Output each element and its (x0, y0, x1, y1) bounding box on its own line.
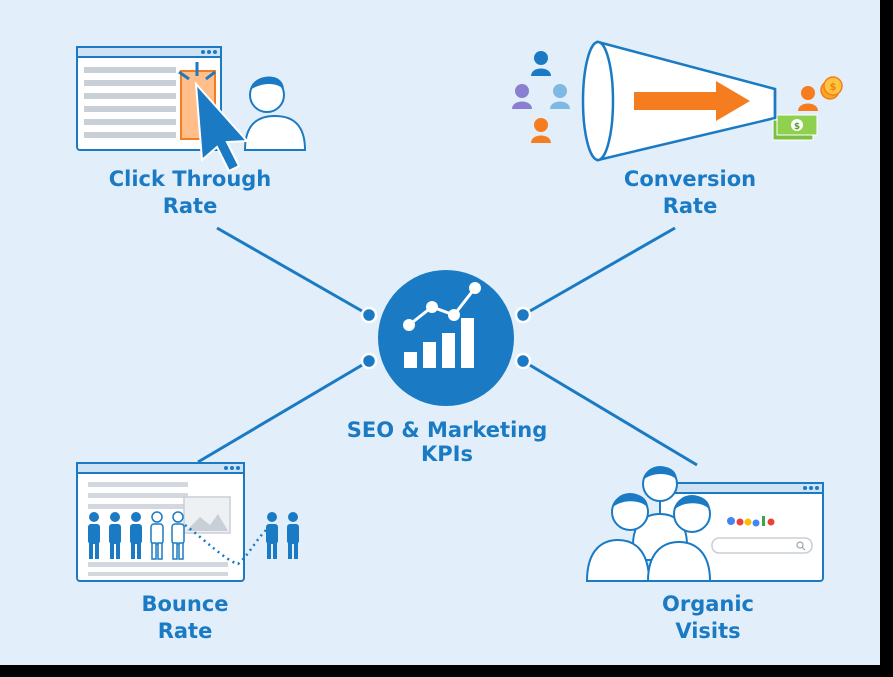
center-title: SEO & Marketing KPIs (332, 418, 562, 466)
megaphone-funnel-icon: $ $ (512, 40, 843, 162)
connector-ctr (216, 226, 370, 317)
kpi-label-bounce-rate: Bounce Rate (95, 591, 275, 645)
connector-conversion (522, 226, 676, 317)
connector-organic (522, 359, 698, 467)
kpi-diagram: $ $ (0, 0, 880, 665)
kpi-label-line2: Rate (162, 194, 218, 218)
kpi-label-line1: Conversion (623, 167, 757, 191)
kpi-label-line1: Organic (661, 592, 754, 616)
search-visitors-icon (585, 466, 824, 582)
kpi-label-line2: Rate (662, 194, 718, 218)
diagram-artwork: $ $ (76, 40, 843, 582)
center-title-line2: KPIs (421, 442, 473, 466)
kpi-label-click-through-rate: Click Through Rate (95, 166, 285, 220)
visitors-group-icon (585, 466, 712, 582)
kpi-label-conversion-rate: Conversion Rate (595, 166, 785, 220)
browser-click-icon (76, 46, 307, 173)
kpi-label-line1: Bounce (141, 592, 229, 616)
kpi-label-line2: Rate (157, 619, 213, 643)
kpi-label-line1: Click Through (108, 167, 272, 191)
search-logo-icon (727, 516, 775, 527)
svg-text:$: $ (830, 82, 837, 93)
connector-dots (360, 306, 532, 370)
kpi-label-organic-visits: Organic Visits (618, 591, 798, 645)
svg-text:$: $ (794, 122, 800, 132)
kpi-label-line2: Visits (675, 619, 741, 643)
growth-chart-icon (378, 270, 514, 406)
connector-bounce (197, 359, 370, 464)
connector-lines (197, 226, 698, 467)
people-group-icon (512, 51, 570, 143)
bouncing-visitors-icon (76, 462, 299, 582)
center-title-line1: SEO & Marketing (346, 418, 548, 442)
